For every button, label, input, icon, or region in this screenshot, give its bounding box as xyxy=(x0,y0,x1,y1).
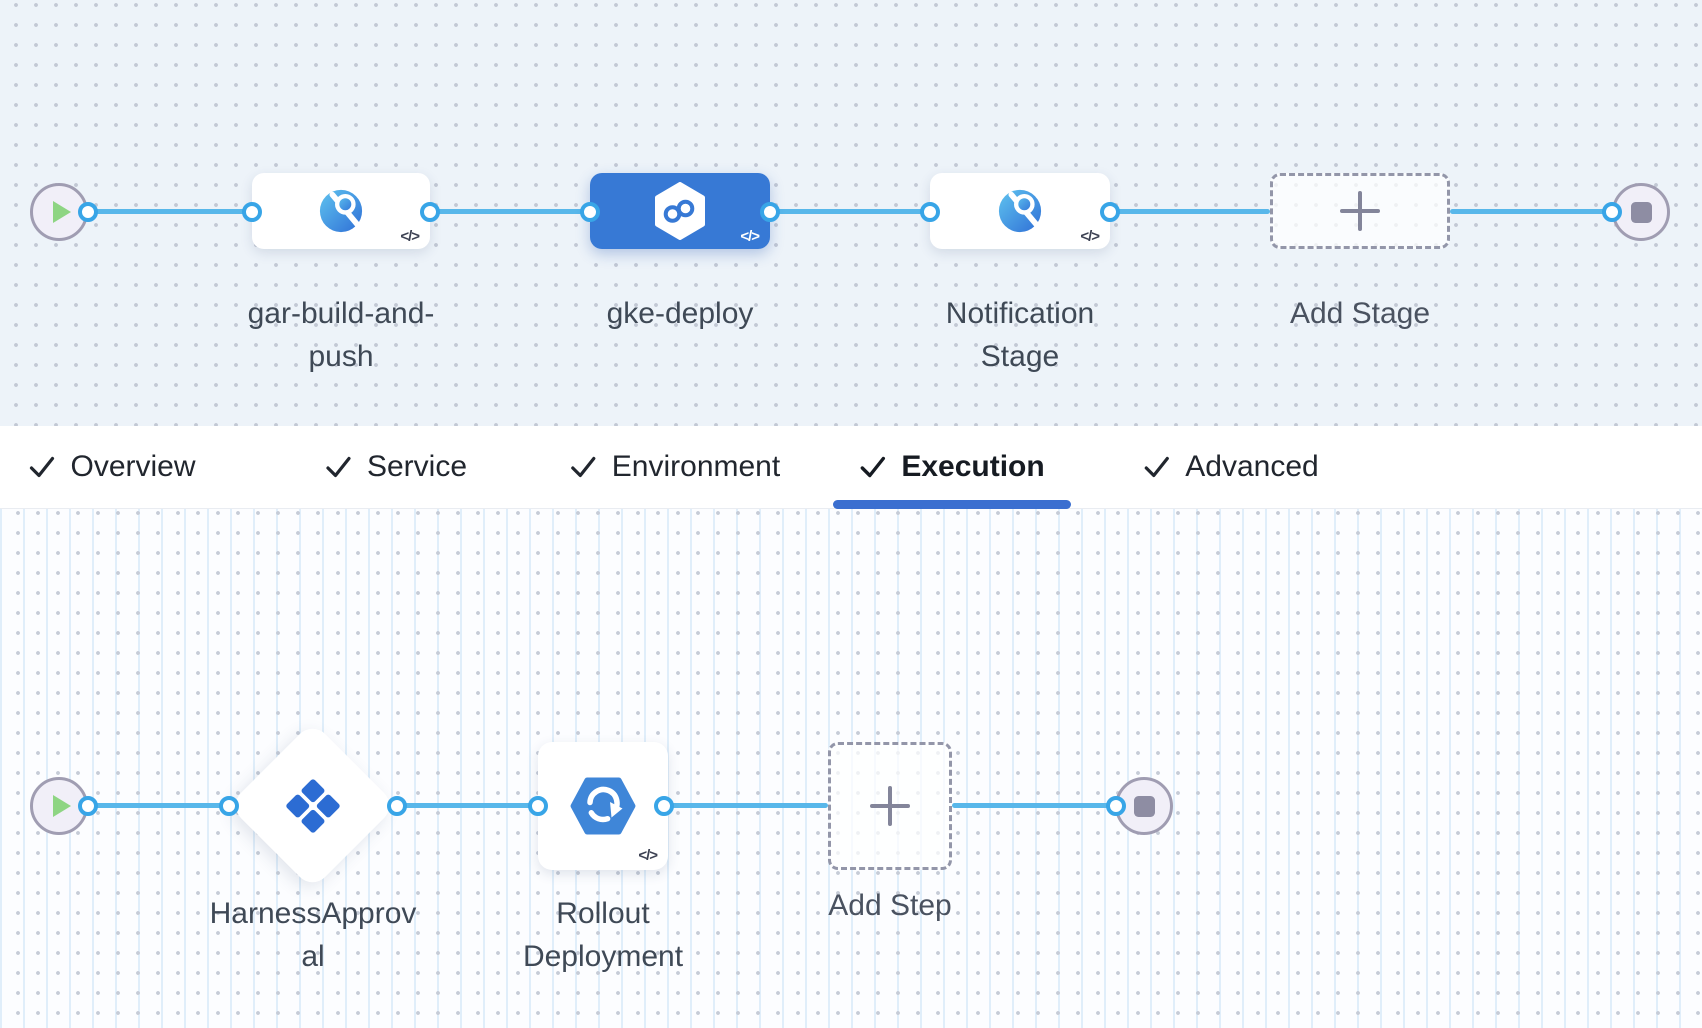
code-badge: </> xyxy=(1080,228,1100,245)
connector-port[interactable] xyxy=(387,796,407,816)
connector-port[interactable] xyxy=(78,796,98,816)
pipeline-end-node xyxy=(1612,183,1670,241)
edge xyxy=(88,209,252,214)
code-badge: </> xyxy=(740,228,760,245)
tab-label: Overview xyxy=(70,450,196,483)
tab-advanced[interactable]: Advanced xyxy=(1143,426,1319,508)
tab-label: Service xyxy=(366,450,468,483)
tab-overview[interactable]: Overview xyxy=(28,426,196,508)
active-tab-underline xyxy=(833,500,1071,509)
step-label: HarnessApprov al xyxy=(209,897,417,973)
stage-canvas: </> </> </> gar-build-an xyxy=(0,0,1702,426)
step-label: Rollout Deployment xyxy=(522,897,684,973)
tab-execution[interactable]: Execution xyxy=(859,426,1045,508)
add-step-label: Add Step xyxy=(828,889,952,922)
execution-canvas: </> HarnessApprov al Rollout Deployment … xyxy=(0,509,1702,1028)
rollout-deployment-icon xyxy=(570,777,636,835)
code-badge: </> xyxy=(638,847,658,864)
plus-icon xyxy=(870,786,910,826)
edge xyxy=(1110,209,1270,214)
tab-label: Environment xyxy=(611,450,781,483)
stop-icon xyxy=(1133,795,1155,817)
pipeline-infinity-icon xyxy=(655,182,705,240)
stage-config-tabbar: Overview Service Environment Execution A… xyxy=(0,426,1702,509)
edge xyxy=(1450,209,1612,214)
edge xyxy=(430,209,590,214)
edge xyxy=(770,209,930,214)
stop-icon xyxy=(1630,201,1652,223)
edge xyxy=(664,803,828,808)
add-stage-button[interactable] xyxy=(1270,173,1450,249)
connector-port[interactable] xyxy=(420,202,440,222)
tab-label: Advanced xyxy=(1185,450,1319,483)
step-node-rollout-deployment[interactable]: </> xyxy=(538,742,668,870)
connector-port[interactable] xyxy=(242,202,262,222)
stage-card-notification-stage[interactable]: </> xyxy=(930,173,1110,249)
tab-environment[interactable]: Environment xyxy=(570,426,780,508)
connector-port[interactable] xyxy=(760,202,780,222)
connector-port[interactable] xyxy=(219,796,239,816)
connector-port[interactable] xyxy=(654,796,674,816)
connector-port[interactable] xyxy=(1100,202,1120,222)
add-step-button[interactable] xyxy=(828,742,952,870)
edge xyxy=(952,803,1116,808)
cd-stage-icon xyxy=(998,189,1042,233)
approval-icon xyxy=(283,776,343,836)
add-stage-label: Add Stage xyxy=(1289,297,1431,330)
stage-card-gke-deploy[interactable]: </> xyxy=(590,173,770,249)
cd-stage-icon xyxy=(319,189,363,233)
check-icon xyxy=(860,456,886,477)
connector-port[interactable] xyxy=(920,202,940,222)
tab-service[interactable]: Service xyxy=(325,426,467,508)
check-icon xyxy=(1144,456,1169,477)
check-icon xyxy=(571,456,596,477)
play-icon xyxy=(52,795,71,817)
connector-port[interactable] xyxy=(78,202,98,222)
connector-port[interactable] xyxy=(580,202,600,222)
edge xyxy=(397,803,538,808)
tab-label: Execution xyxy=(901,450,1045,483)
check-icon xyxy=(29,456,55,477)
connector-port[interactable] xyxy=(1106,796,1126,816)
connector-port[interactable] xyxy=(1602,202,1622,222)
stage-label: gar-build-and- push xyxy=(247,297,435,373)
stage-card-gar-build-and-push[interactable]: </> xyxy=(252,173,430,249)
play-icon xyxy=(52,201,71,223)
edge xyxy=(88,803,229,808)
stage-label: Notification Stage xyxy=(945,297,1095,373)
check-icon xyxy=(326,456,351,477)
code-badge: </> xyxy=(400,228,420,245)
stage-label: gke-deploy xyxy=(606,297,754,330)
plus-icon xyxy=(1340,191,1380,231)
connector-port[interactable] xyxy=(528,796,548,816)
